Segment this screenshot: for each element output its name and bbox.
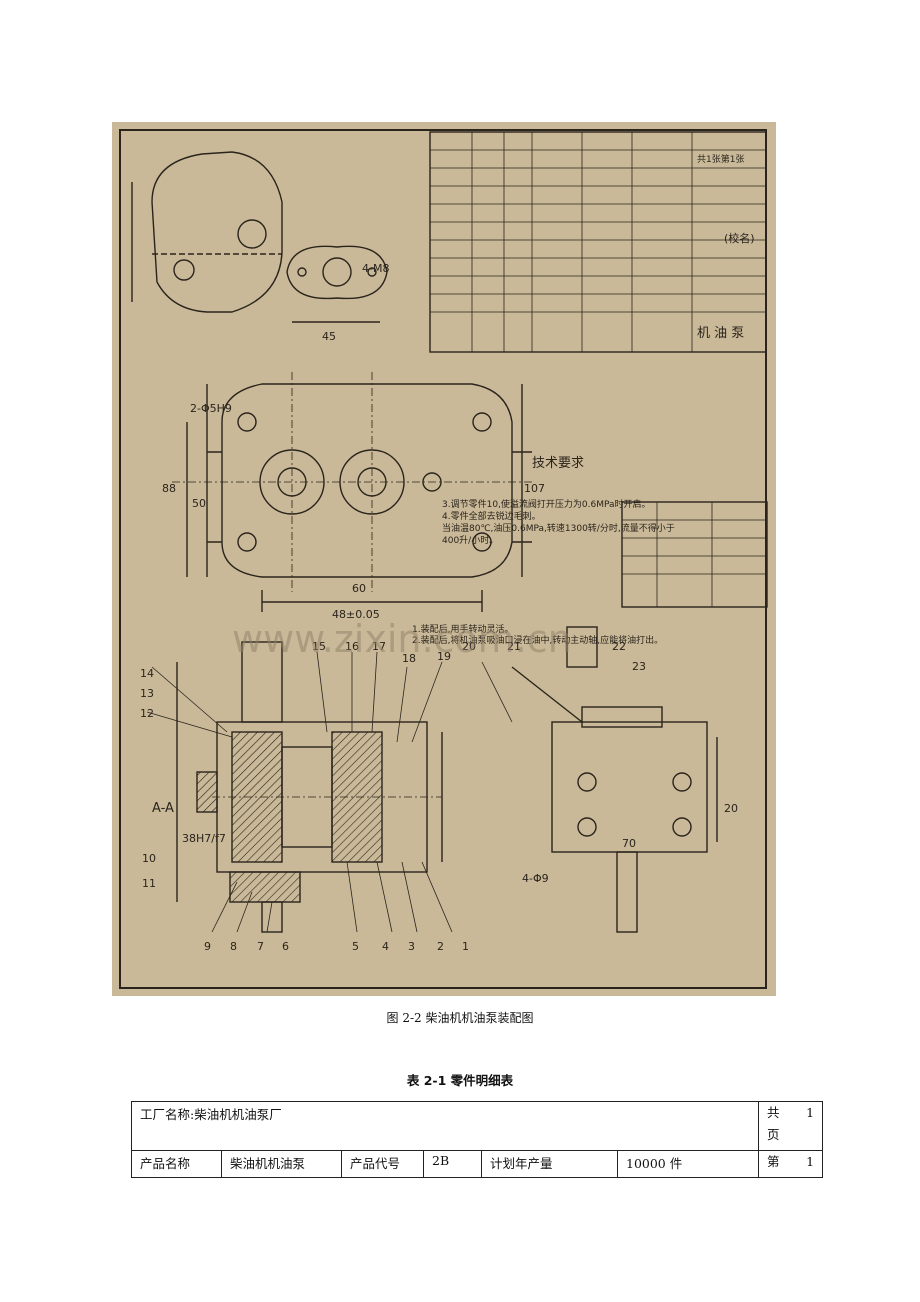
drawing-part-23: 23 <box>632 660 646 673</box>
drawing-part-13: 13 <box>140 687 154 700</box>
product-name-value: 柴油机机油泵 <box>221 1150 342 1178</box>
drawing-title-name: 机 油 泵 <box>697 326 744 341</box>
drawing-dim-4phi9: 4-Φ9 <box>522 872 549 885</box>
parts-detail-table: 工厂名称:柴油机机油泵厂 共 1 页 产品名称 柴油机机油泵 产品代号 2B 计… <box>130 1101 824 1178</box>
table-caption: 表 2-1 零件明细表 <box>406 1073 514 1088</box>
drawing-part-10: 10 <box>142 852 156 865</box>
figure-caption: 图 2-2 柴油机机油泵装配图 <box>386 1011 534 1025</box>
table-row: 产品名称 柴油机机油泵 产品代号 2B 计划年产量 10000 件 第 1 <box>131 1150 824 1178</box>
drawing-part-19: 19 <box>437 650 451 663</box>
drawing-part-17: 17 <box>372 640 386 653</box>
drawing-part-9: 9 <box>204 940 211 953</box>
assembly-drawing-image: 14 13 12 15 16 17 18 19 20 21 22 23 10 1… <box>112 122 776 996</box>
factory-cell: 工厂名称:柴油机机油泵厂 <box>130 1101 760 1151</box>
drawing-dim-88: 88 <box>162 482 176 495</box>
drawing-dim-45: 45 <box>322 330 336 343</box>
drawing-section-label: A-A <box>152 801 174 816</box>
total-label: 共 <box>767 1105 780 1120</box>
plan-value: 10000 件 <box>616 1150 760 1178</box>
seq-label: 第 <box>767 1154 780 1169</box>
drawing-part-3: 3 <box>408 940 415 953</box>
drawing-title-sheets: 共1张第1张 <box>697 153 744 165</box>
table-row: 工厂名称:柴油机机油泵厂 共 1 页 <box>130 1101 824 1151</box>
drawing-part-2: 2 <box>437 940 444 953</box>
product-name-label: 产品名称 <box>131 1150 222 1178</box>
product-code-value: 2B <box>423 1150 482 1178</box>
drawing-dim-38h7f7: 38H7/f7 <box>182 832 226 845</box>
drawing-part-18: 18 <box>402 652 416 665</box>
product-code-label: 产品代号 <box>341 1150 424 1178</box>
drawing-dim-4m8: 4-M8 <box>362 262 389 275</box>
drawing-dim-20: 20 <box>724 802 738 815</box>
drawing-tech-line-1: 1.装配后,用手转动灵活。 <box>412 623 513 635</box>
drawing-part-22: 22 <box>612 640 626 653</box>
drawing-dim-60: 60 <box>352 582 366 595</box>
drawing-title-school: (校名) <box>724 231 755 245</box>
total-value: 1 <box>806 1105 815 1120</box>
drawing-part-8: 8 <box>230 940 237 953</box>
drawing-part-16: 16 <box>345 640 359 653</box>
total-pages-cell: 共 1 页 <box>758 1101 824 1151</box>
drawing-part-4: 4 <box>382 940 389 953</box>
drawing-part-12: 12 <box>140 707 154 720</box>
drawing-tech-line-4: 4.零件全部去锐边毛刺。 <box>442 510 541 522</box>
page-label: 页 <box>767 1127 780 1142</box>
drawing-part-15: 15 <box>312 640 326 653</box>
factory-value: 柴油机机油泵厂 <box>194 1107 282 1122</box>
seq-value: 1 <box>806 1154 815 1169</box>
drawing-part-7: 7 <box>257 940 264 953</box>
drawing-part-11: 11 <box>142 877 156 890</box>
drawing-svg: 14 13 12 15 16 17 18 19 20 21 22 23 10 1… <box>112 122 776 996</box>
drawing-dim-107: 107 <box>524 482 545 495</box>
factory-label: 工厂名称: <box>140 1107 195 1122</box>
drawing-tech-line-2: 2.装配后,将机油泵吸油口浸在油中,转动主动轴,应能将油打出。 <box>412 634 663 646</box>
drawing-tech-title: 技术要求 <box>532 456 584 471</box>
drawing-part-1: 1 <box>462 940 469 953</box>
drawing-dim-2phi5h9: 2-Φ5H9 <box>190 402 232 415</box>
drawing-watermark: www.zixin.com.cn <box>232 617 572 661</box>
drawing-part-14: 14 <box>140 667 154 680</box>
drawing-part-21: 21 <box>507 640 521 653</box>
drawing-tech-line-5: 当油温80℃,油压0.6MPa,转速1300转/分时,流量不得小于 <box>442 522 675 534</box>
drawing-dim-50: 50 <box>192 497 206 510</box>
drawing-dim-70: 70 <box>622 837 636 850</box>
drawing-tech-line-6: 400升/小时。 <box>442 534 498 546</box>
drawing-part-5: 5 <box>352 940 359 953</box>
drawing-tech-line-3: 3.调节零件10,使溢流阀打开压力为0.6MPa时开启。 <box>442 498 651 510</box>
drawing-part-20: 20 <box>462 640 476 653</box>
plan-label: 计划年产量 <box>481 1150 618 1178</box>
drawing-dim-48: 48±0.05 <box>332 608 380 621</box>
page-seq-cell: 第 1 <box>758 1150 824 1178</box>
drawing-part-6: 6 <box>282 940 289 953</box>
